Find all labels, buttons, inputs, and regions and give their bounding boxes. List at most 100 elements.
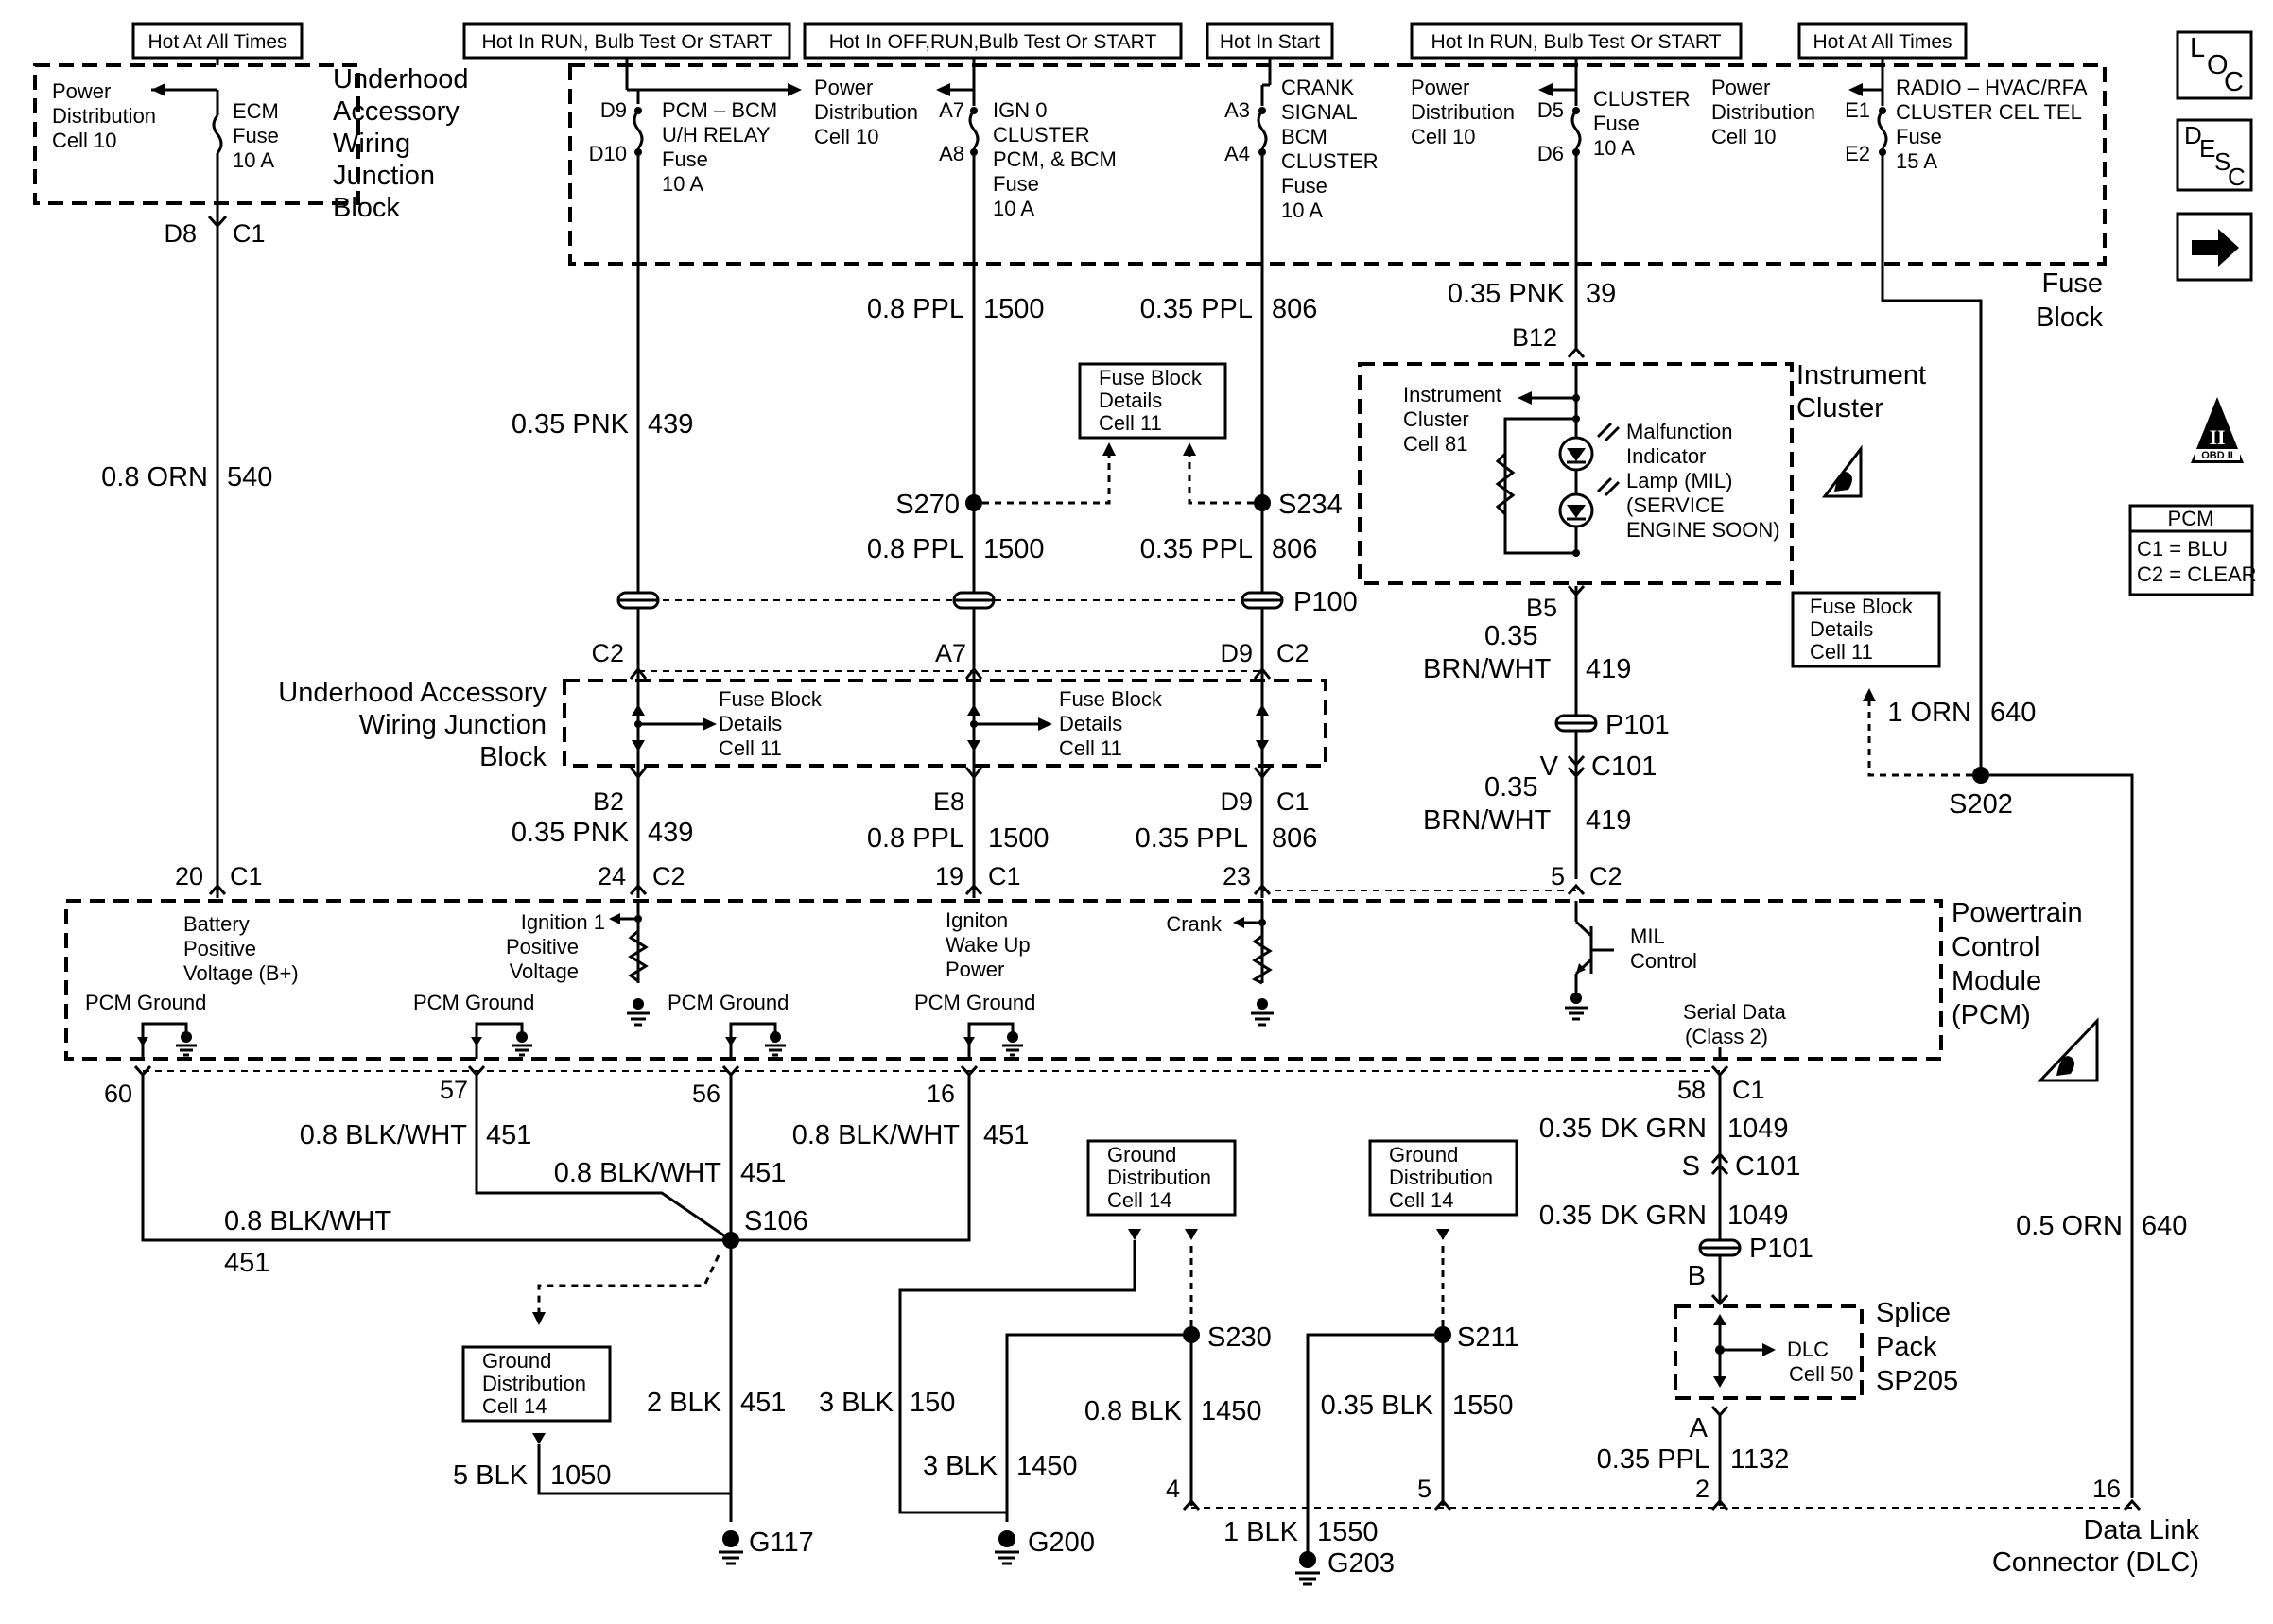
pcm-title: Powertrain: [1952, 898, 2083, 928]
wire-1500-number: 1500: [983, 294, 1045, 324]
power-distribution-2-label-2: Distribution: [1411, 100, 1515, 124]
wire-1550a-number: 1550: [1452, 1391, 1514, 1421]
pcm-pin-5: 5: [1551, 862, 1565, 890]
desc-icon-3: E: [2199, 134, 2215, 163]
cluster-fuse-label: CLUSTER: [1593, 87, 1691, 111]
ign0-fuse-label: IGN 0: [993, 98, 1047, 122]
fuse-block: Fuse Block D9 D10 PCM – BCM U/H RELAY Fu…: [568, 63, 2107, 333]
splice-s270: [965, 494, 982, 511]
fuse-block-title-2: Block: [2036, 302, 2103, 333]
crank-fuse-label-6: 10 A: [1281, 199, 1323, 222]
pcm-connector-c2-a: C2: [652, 862, 685, 890]
crank-fuse-symbol: [1257, 110, 1268, 149]
instrument-cluster-ref-2: Cluster: [1403, 407, 1469, 431]
instrument-cluster: Instrument Cluster Instrument Cluster Ce…: [1358, 360, 1926, 585]
splice-pack-sp205: DLC Cell 50 Splice Pack SP205: [1674, 1298, 1958, 1400]
connector-c2-left: C2: [591, 639, 624, 667]
pcm-pin-19: 19: [935, 862, 963, 890]
loc-icon-4: C: [2224, 67, 2244, 97]
wire-451a-gauge: 0.8 BLK/WHT: [224, 1206, 392, 1236]
wire-1049a-number: 1049: [1727, 1114, 1789, 1144]
wire-806c-number: 806: [1272, 823, 1317, 854]
ign0-fuse-label-5: 10 A: [993, 197, 1034, 220]
loc-icon[interactable]: L O C: [2176, 30, 2253, 100]
ground-dist-2-label: Ground: [1107, 1143, 1176, 1166]
splice-s270-label: S270: [895, 490, 960, 520]
instrument-cluster-ref: Instrument: [1403, 383, 1501, 406]
pcm-pin-60: 60: [104, 1080, 132, 1108]
wire-419-number: 419: [1586, 654, 1631, 684]
pin-d9: D9: [600, 98, 627, 122]
splice-pack-title-3: SP205: [1876, 1366, 1958, 1396]
ground-dist-3-label-2: Distribution: [1389, 1166, 1493, 1189]
pcm-crank-label: Crank: [1166, 912, 1223, 936]
obd-ii-sublabel: OBD II: [2201, 450, 2233, 461]
underhood-title-2: Accessory: [333, 96, 460, 127]
desc-icon[interactable]: D E S C: [2176, 118, 2253, 192]
connector-c101b-label: C101: [1735, 1151, 1800, 1182]
pin-v: V: [1540, 752, 1559, 782]
ign0-fuse-label-4: Fuse: [993, 172, 1039, 196]
pcm-pin-16: 16: [927, 1080, 955, 1108]
pcm-legend-title: PCM: [2168, 507, 2214, 530]
esd-warning-icon: [1821, 444, 1863, 498]
pcm-connector-c1-b: C1: [988, 862, 1021, 890]
wire-39-gauge: 0.35 PNK: [1448, 279, 1566, 309]
header-run-bulb-start-2: Hot In RUN, Bulb Test Or START: [1431, 31, 1722, 53]
pcm-legend: PCM C1 = BLU C2 = CLEAR: [2128, 504, 2257, 596]
mil-label-5: ENGINE SOON): [1626, 518, 1780, 542]
wire-1049b-number: 1049: [1727, 1201, 1789, 1231]
uh-fbd1-label: Fuse Block: [719, 687, 823, 711]
cluster-fuse-label-2: Fuse: [1593, 112, 1640, 135]
pcm-bcm-fuse-label: PCM – BCM: [662, 98, 777, 122]
wire-640b-number: 640: [2142, 1211, 2187, 1241]
splice-s211-label: S211: [1457, 1322, 1519, 1353]
power-distribution-1-label: Power: [814, 76, 873, 99]
ign0-fuse-symbol: [968, 110, 980, 149]
wire-1500-gauge: 0.8 PPL: [867, 294, 964, 324]
pcm-ground-2-label: PCM Ground: [413, 991, 534, 1014]
wire-806-number: 806: [1272, 294, 1317, 324]
wire-1132-number: 1132: [1730, 1444, 1789, 1475]
mil-label-2: Indicator: [1626, 444, 1706, 468]
ecm-fuse-label: ECM: [233, 99, 279, 123]
connector-p100: P100: [616, 587, 1358, 617]
pin-e2: E2: [1845, 142, 1870, 165]
pin-a7: A7: [939, 98, 964, 122]
pin-a7-mid: A7: [935, 639, 966, 667]
header-boxes: Hot At All Times Hot In RUN, Bulb Test O…: [131, 22, 1968, 65]
ground-distribution-2: Ground Distribution Cell 14: [1086, 1139, 1237, 1217]
pin-b2: B2: [593, 787, 624, 816]
header-hot-in-start: Hot In Start: [1220, 31, 1320, 53]
fuse-block-details-label-3: Cell 11: [1099, 411, 1162, 435]
pcm-pin-24: 24: [598, 862, 626, 890]
underhood-title: Underhood: [333, 64, 469, 95]
pcm-bcm-fuse-symbol: [633, 110, 644, 149]
wire-540-gauge: 0.8 ORN: [101, 462, 208, 492]
pin-e1: E1: [1845, 98, 1870, 122]
pin-a: A: [1690, 1413, 1709, 1443]
wire-439b-gauge: 0.35 PNK: [512, 818, 630, 848]
pcm-mil-label: MIL: [1630, 924, 1665, 948]
pcm-title-3: Module: [1952, 966, 2041, 996]
uh-fbd2-label-3: Cell 11: [1059, 736, 1122, 760]
uh-block-mid-title: Underhood Accessory: [278, 678, 547, 708]
wire-150-number: 150: [910, 1388, 955, 1418]
pcm-legend-c2: C2 = CLEAR: [2137, 562, 2257, 586]
fbd-right-label: Fuse Block: [1810, 595, 1914, 618]
uh-block-mid-title-3: Block: [479, 742, 547, 772]
splice-s234-label: S234: [1278, 490, 1343, 520]
splice-s230-label: S230: [1207, 1322, 1272, 1353]
pcm-pin-58: 58: [1677, 1076, 1706, 1104]
power-distribution-label-2: Distribution: [52, 104, 156, 128]
connector-c101-label: C101: [1591, 752, 1657, 782]
wire-640-number: 640: [1990, 698, 2036, 728]
ecm-fuse-symbol: [212, 114, 223, 154]
radio-fuse-symbol: [1877, 110, 1888, 149]
wire-640-gauge: 1 ORN: [1887, 698, 1971, 728]
loc-icon-3: O: [2207, 50, 2229, 80]
cluster-fuse-label-3: 10 A: [1593, 136, 1635, 160]
connector-p101-label: P101: [1605, 710, 1670, 740]
next-arrow-icon[interactable]: [2176, 212, 2253, 282]
esd-warning-icon-2: [2037, 1017, 2099, 1082]
